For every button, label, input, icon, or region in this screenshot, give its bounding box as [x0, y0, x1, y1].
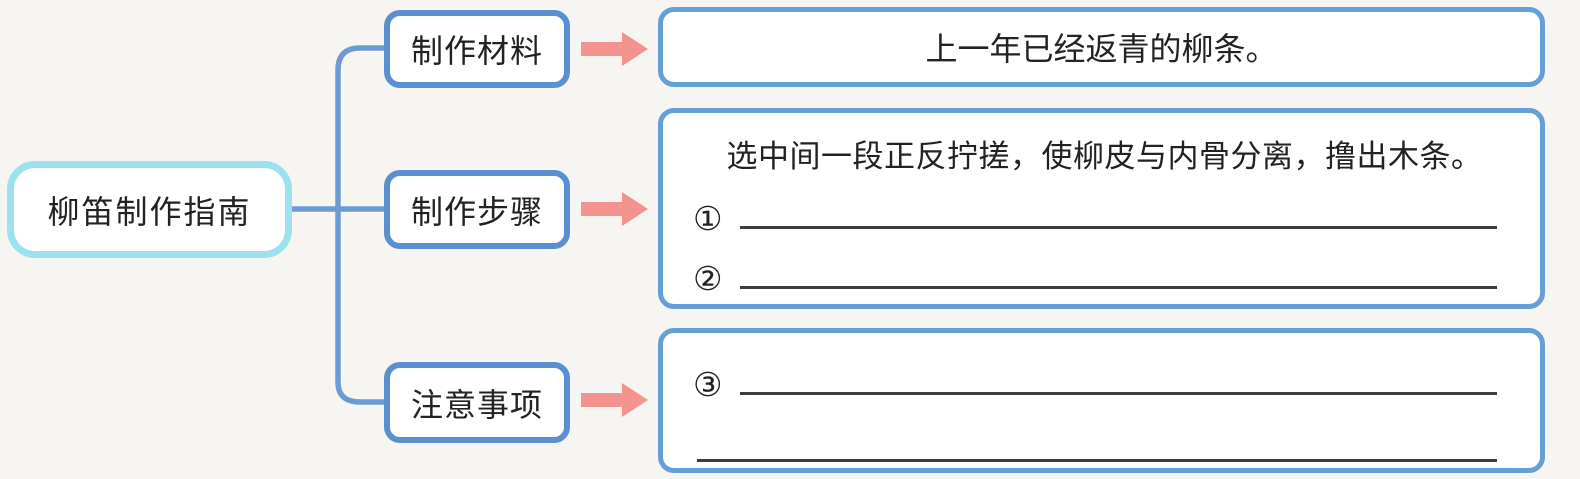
fill-in-blank-line: [739, 392, 1497, 395]
notes-answer-box: ③: [658, 328, 1545, 473]
right-arrow-icon: [581, 192, 648, 226]
fill-in-blank-line: [739, 286, 1497, 290]
branch-node-steps-label: 制作步骤: [410, 193, 543, 230]
right-arrow-icon: [581, 383, 648, 417]
branch-node-materials-label: 制作材料: [410, 33, 543, 69]
root-node-label: 柳笛制作指南: [47, 193, 252, 230]
circled-number-1: ①: [693, 199, 723, 239]
right-arrow-icon: [581, 32, 648, 66]
branch-node-notes-label: 注意事项: [410, 386, 543, 423]
branch-node-materials: 制作材料: [384, 10, 570, 88]
steps-answer-box: 选中间一段正反拧搓，使柳皮与内骨分离，撸出木条。 ① ②: [658, 108, 1545, 309]
root-node: 柳笛制作指南: [7, 161, 292, 258]
materials-answer-text: 上一年已经返青的柳条。: [925, 31, 1278, 67]
branch-node-steps: 制作步骤: [384, 170, 570, 249]
circled-number-2: ②: [693, 259, 723, 299]
step-blank-row-2: ②: [693, 257, 1516, 297]
branch-node-notes: 注意事项: [384, 362, 570, 443]
note-blank-row-1: ③: [693, 363, 1516, 403]
fill-in-blank-line: [739, 226, 1497, 230]
materials-answer-box: 上一年已经返青的柳条。: [658, 7, 1545, 87]
circled-number-3: ③: [693, 365, 723, 404]
steps-intro-text: 选中间一段正反拧搓，使柳皮与内骨分离，撸出木条。: [726, 139, 1483, 174]
fill-in-blank-line: [697, 459, 1497, 462]
step-blank-row-1: ①: [693, 197, 1516, 237]
